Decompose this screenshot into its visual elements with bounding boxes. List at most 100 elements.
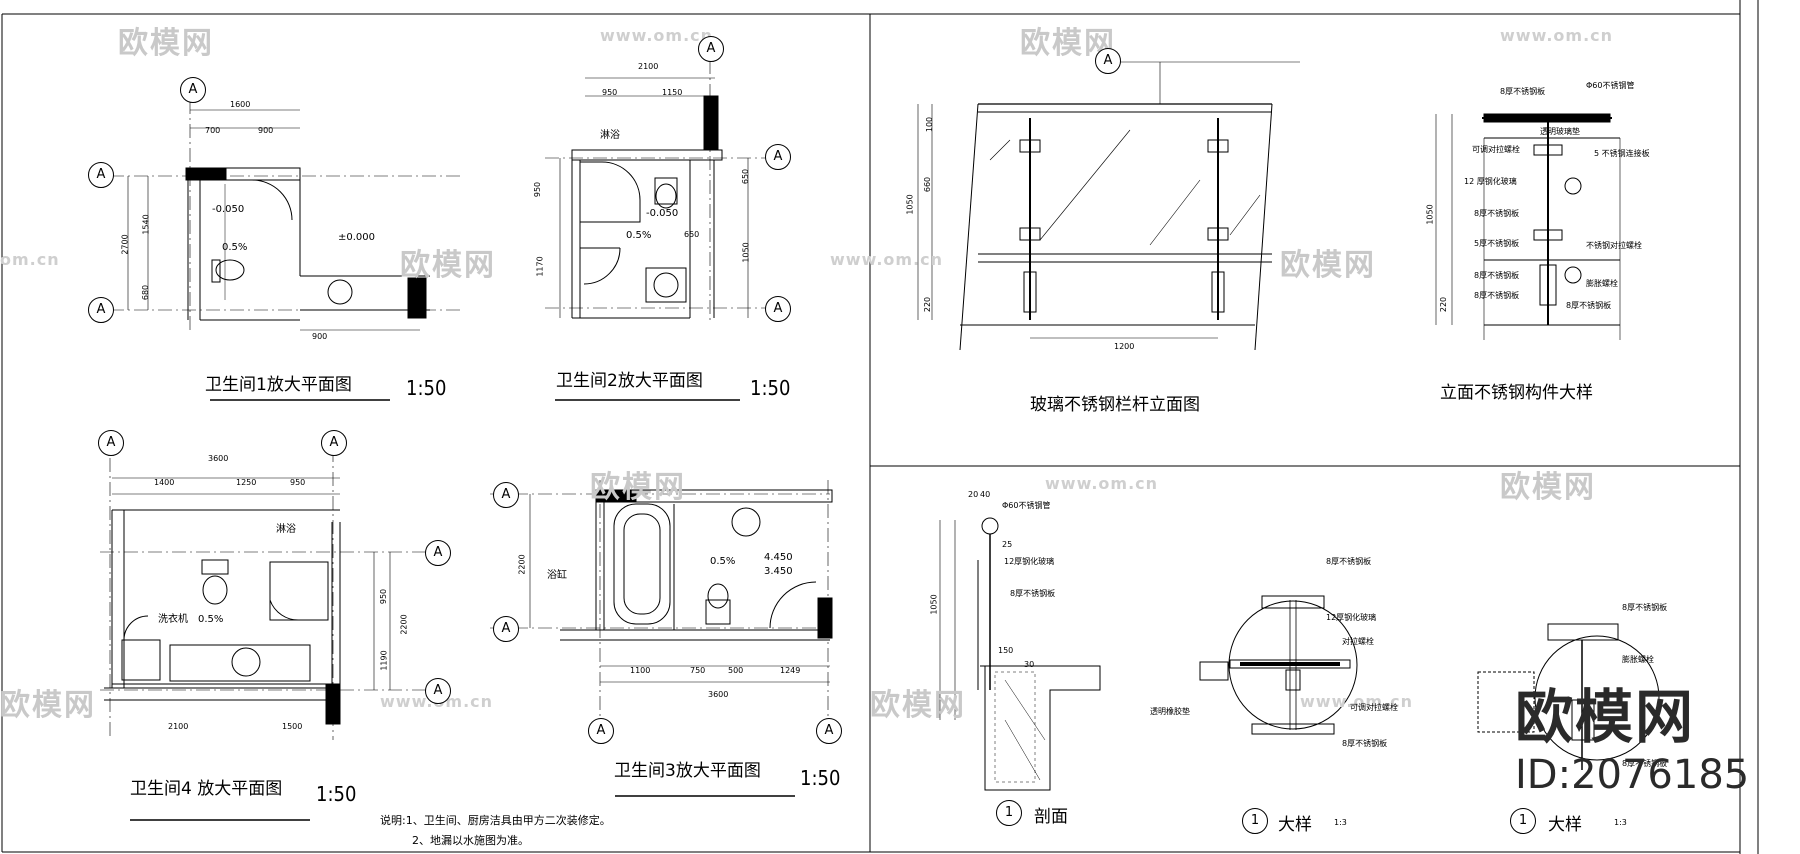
axis-bubble: A [425, 678, 451, 704]
dimension: 40 [980, 490, 991, 499]
watermark-brand: 欧模网 [118, 26, 214, 61]
dimension: 1200 [1114, 342, 1135, 351]
bath3-plan [490, 480, 833, 797]
watermark-url: www.om.cn [1045, 474, 1159, 493]
axis-bubble: A [425, 540, 451, 566]
level-label: 4.450 [764, 552, 793, 563]
slope-label: 0.5% [626, 230, 652, 241]
axis-bubble: A [88, 297, 114, 323]
callout: 5 不锈钢连接板 [1594, 149, 1650, 158]
callout: 8厚不锈钢板 [1622, 759, 1668, 768]
axis-bubble: A [698, 36, 724, 62]
axis-bubble: A [98, 430, 124, 456]
bath1-plan [110, 100, 460, 401]
callout: 透明橡胶垫 [1150, 707, 1190, 716]
watermark-brand: 欧模网 [590, 470, 686, 505]
callout: 12厚钢化玻璃 [1004, 557, 1055, 566]
axis-bubble: A [1095, 48, 1121, 74]
dimension: 950 [533, 181, 543, 198]
dimension: 900 [258, 126, 274, 135]
dimension: 1050 [929, 594, 939, 615]
callout: 8厚不锈钢板 [1474, 291, 1520, 300]
dimension: 30 [1024, 660, 1035, 669]
axis-bubble: A [88, 162, 114, 188]
dimension: 20 [968, 490, 979, 499]
callout: Φ60不锈钢管 [1586, 81, 1635, 90]
callout: 不锈钢对拉螺栓 [1586, 241, 1642, 250]
bath2-plan [545, 60, 780, 401]
axis-bubble: A [816, 718, 842, 744]
dimension: 680 [141, 284, 151, 301]
axis-bubble: A [493, 616, 519, 642]
dimension: 950 [290, 478, 306, 487]
dimension: 1540 [141, 214, 151, 235]
dimension: 2700 [120, 234, 130, 255]
detail-circle-2 [1477, 623, 1660, 770]
room-label: 淋浴 [276, 524, 296, 535]
plan-title: 卫生间1放大平面图 [205, 375, 352, 395]
railing-section [939, 517, 1101, 791]
axis-bubble: A [493, 482, 519, 508]
drawing-title: 大样 [1278, 815, 1312, 835]
callout: 12 厚钢化玻璃 [1464, 177, 1517, 186]
dimension: 1150 [662, 88, 683, 97]
dimension: 1050 [1425, 204, 1435, 225]
watermark-brand: 欧模网 [400, 248, 496, 283]
detail-number: 1 [1242, 808, 1268, 834]
watermark-url: www.om.cn [600, 26, 714, 45]
level-label: ±0.000 [338, 232, 376, 243]
callout: 可调对拉螺栓 [1350, 703, 1398, 712]
axis-bubble: A [765, 296, 791, 322]
callout: Φ60不锈钢管 [1002, 501, 1051, 510]
dimension: 3600 [208, 454, 229, 463]
dimension: 1170 [535, 256, 545, 277]
dimension: 1600 [230, 100, 251, 109]
room-label: 浴缸 [547, 570, 567, 581]
dimension: 700 [205, 126, 221, 135]
dimension: 750 [690, 666, 706, 675]
detail-elevation [1435, 113, 1621, 340]
plan-scale: 1:50 [316, 782, 357, 806]
plan-scale: 1:50 [800, 766, 841, 790]
brand-id: ID:2076185 [1515, 752, 1750, 798]
drawing-title: 玻璃不锈钢栏杆立面图 [1030, 395, 1200, 415]
callout: 8厚不锈钢板 [1342, 739, 1388, 748]
plan-title: 卫生间4 放大平面图 [130, 779, 283, 799]
detail-scale: 1:3 [1614, 818, 1627, 827]
watermark-brand-partial: 欧模网 [0, 688, 96, 723]
dimension: 660 [923, 176, 933, 193]
dimension: 25 [1002, 540, 1013, 549]
dimension: 2200 [517, 554, 527, 575]
dimension: 2100 [638, 62, 659, 71]
dimension: 2100 [168, 722, 189, 731]
callout: 对拉螺栓 [1342, 637, 1374, 646]
watermark-url: www.om.cn [1300, 692, 1414, 711]
dimension: 1250 [236, 478, 257, 487]
slope-label: 0.5% [222, 242, 248, 253]
notes-line-1: 说明:1、卫生间、厨房洁具由甲方二次装修定。 [380, 814, 611, 827]
dimension: 1050 [741, 242, 751, 263]
watermark-brand: 欧模网 [1280, 248, 1376, 283]
detail-circle-1 [1199, 595, 1358, 735]
bath4-plan [100, 448, 440, 821]
railing-elevation [917, 61, 1300, 351]
callout: 8厚不锈钢板 [1474, 209, 1520, 218]
callout: 8厚不锈钢板 [1010, 589, 1056, 598]
callout: 膨胀螺栓 [1622, 655, 1654, 664]
callout: 8厚不锈钢板 [1566, 301, 1612, 310]
dimension: 500 [728, 666, 744, 675]
dimension: 2200 [399, 614, 409, 635]
axis-bubble: A [765, 144, 791, 170]
dimension: 1400 [154, 478, 175, 487]
watermark-url: www.om.cn [1500, 26, 1614, 45]
watermark-url: www.om.cn [830, 250, 944, 269]
plan-scale: 1:50 [750, 376, 791, 400]
dimension: 900 [312, 332, 328, 341]
callout: 12厚钢化玻璃 [1326, 613, 1377, 622]
axis-bubble: A [180, 77, 206, 103]
dimension: 1100 [630, 666, 651, 675]
dimension: 650 [741, 168, 751, 185]
callout: 8厚不锈钢板 [1474, 271, 1520, 280]
plan-title: 卫生间2放大平面图 [556, 371, 703, 391]
